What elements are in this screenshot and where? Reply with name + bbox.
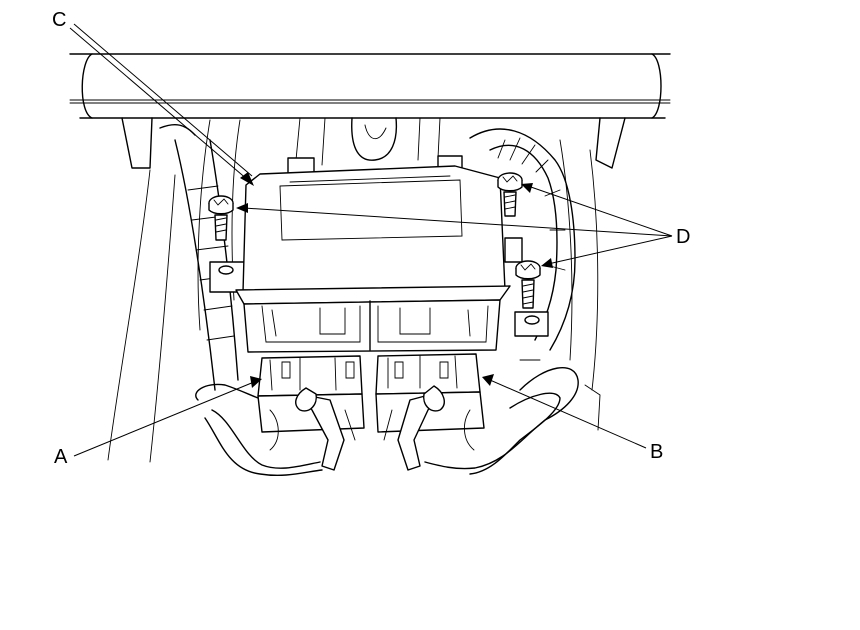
connector-a [257,355,365,471]
bolt-right-upper [497,172,523,217]
right-wire-harness [424,128,579,475]
connector-b [375,353,485,471]
callout-c-label: C [52,9,67,31]
cross-member-beam [69,53,671,119]
left-wire-harness [174,139,323,477]
background-structure [107,117,626,463]
srs-unit [209,155,549,353]
callout-b-label: B [650,441,664,463]
bolt-left [208,195,234,241]
bolt-right-lower [515,260,541,309]
callout-d-label: D [676,226,691,248]
leader-lines [69,23,673,457]
callout-a-label: A [54,446,68,468]
